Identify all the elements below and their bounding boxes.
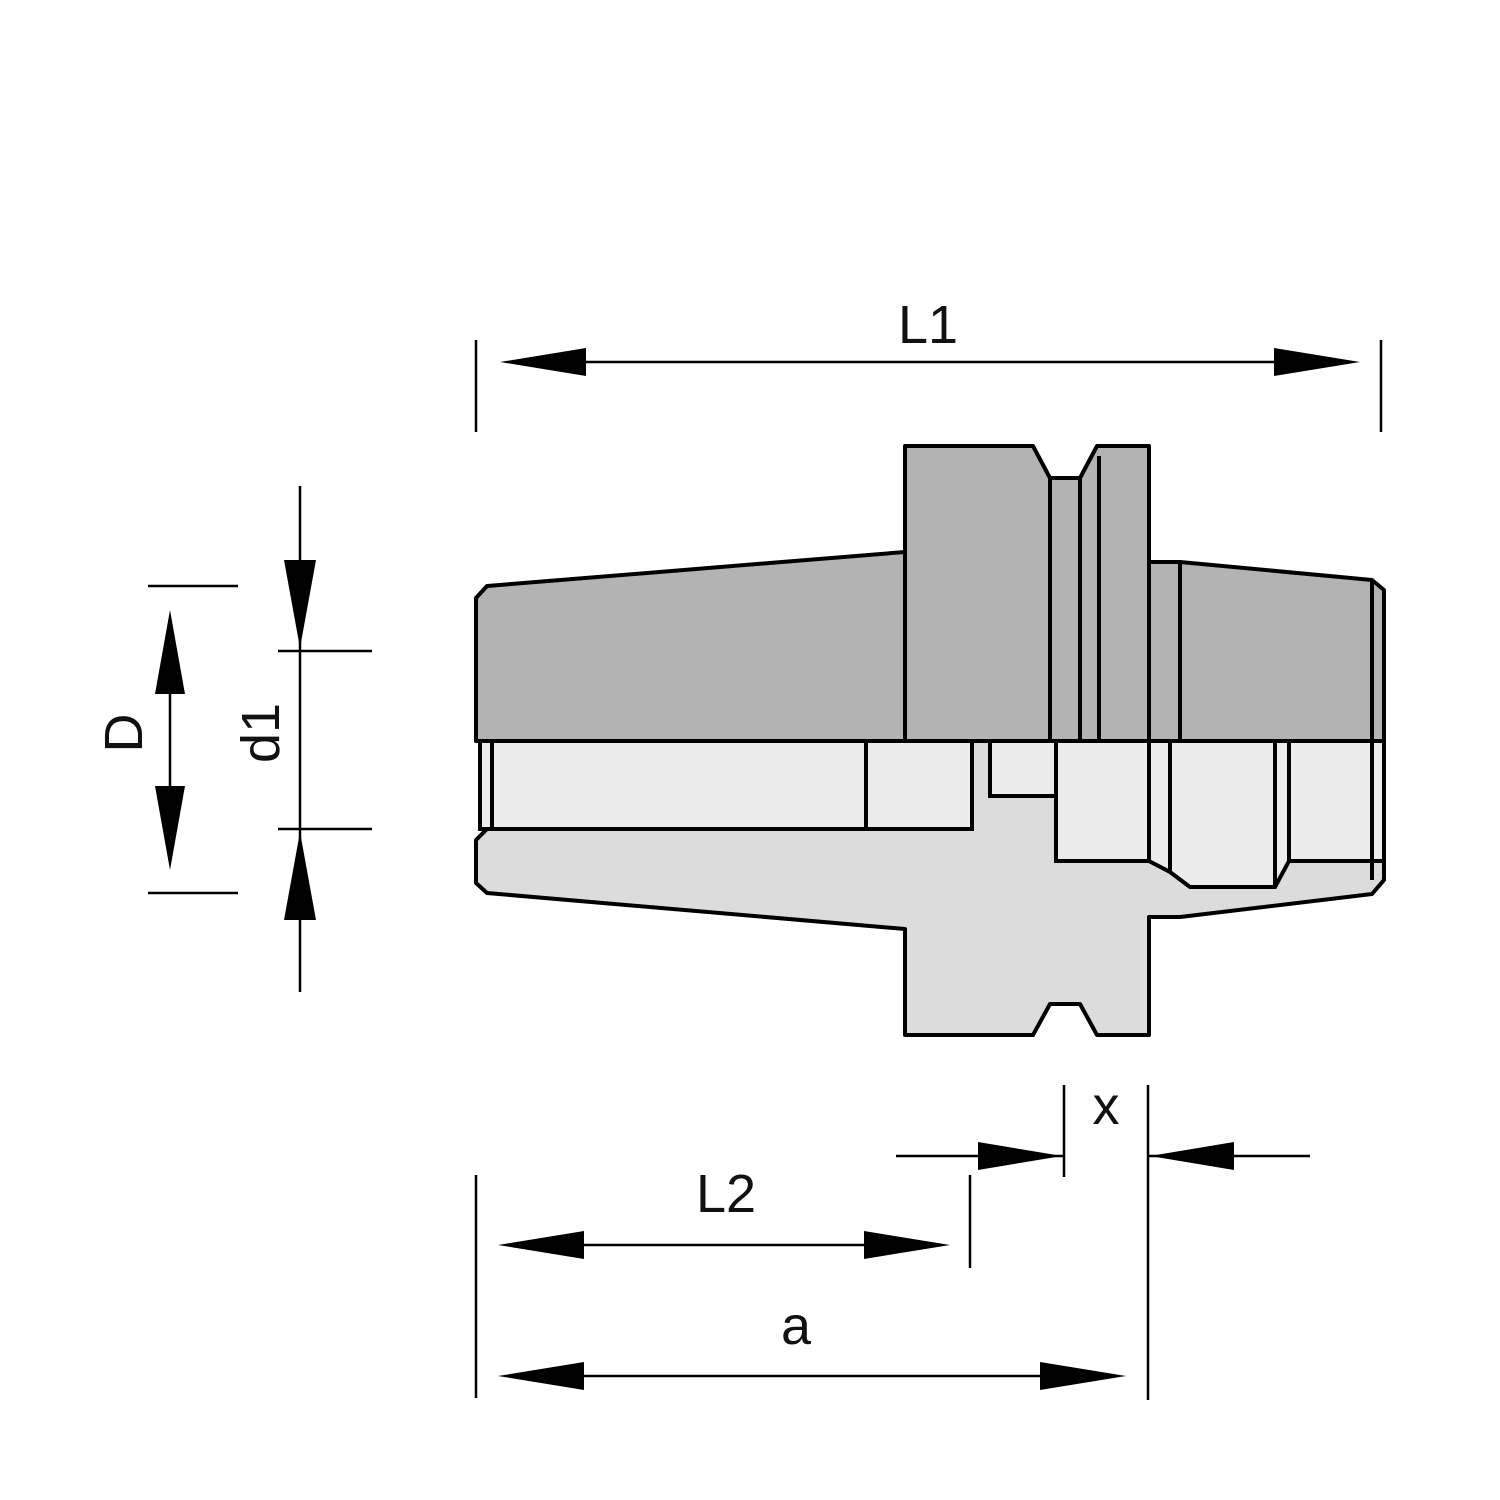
arrowhead-l2-right xyxy=(864,1231,950,1259)
arrowhead-l2-left xyxy=(498,1231,584,1259)
label-a: a xyxy=(781,1296,812,1356)
dimension-l2: L2 xyxy=(474,1164,972,1398)
arrowhead-d-bottom xyxy=(155,786,185,870)
dimension-l1: L1 xyxy=(474,295,1383,432)
arrowhead-l1-left xyxy=(500,348,586,376)
dimension-d: D xyxy=(94,584,238,895)
label-l1: L1 xyxy=(898,295,958,355)
arrowhead-x-right xyxy=(1150,1142,1234,1170)
arrowhead-a-left xyxy=(498,1362,584,1390)
dimension-x: x xyxy=(896,1076,1310,1400)
dimension-a: a xyxy=(498,1296,1126,1390)
label-x: x xyxy=(1093,1076,1120,1136)
arrowhead-a-right xyxy=(1040,1362,1126,1390)
dimension-d1: d1 xyxy=(231,486,372,992)
arrowhead-d-top xyxy=(155,610,185,694)
arrowhead-l1-right xyxy=(1274,348,1360,376)
arrowhead-x-left xyxy=(978,1142,1062,1170)
arrowhead-d1-top xyxy=(284,560,316,648)
label-d1: d1 xyxy=(231,703,291,763)
label-d: D xyxy=(94,714,154,753)
arrowhead-d1-bottom xyxy=(284,832,316,920)
holder-lower-half xyxy=(474,739,1386,1037)
label-l2: L2 xyxy=(696,1164,756,1224)
holder-upper-half xyxy=(474,444,1386,743)
